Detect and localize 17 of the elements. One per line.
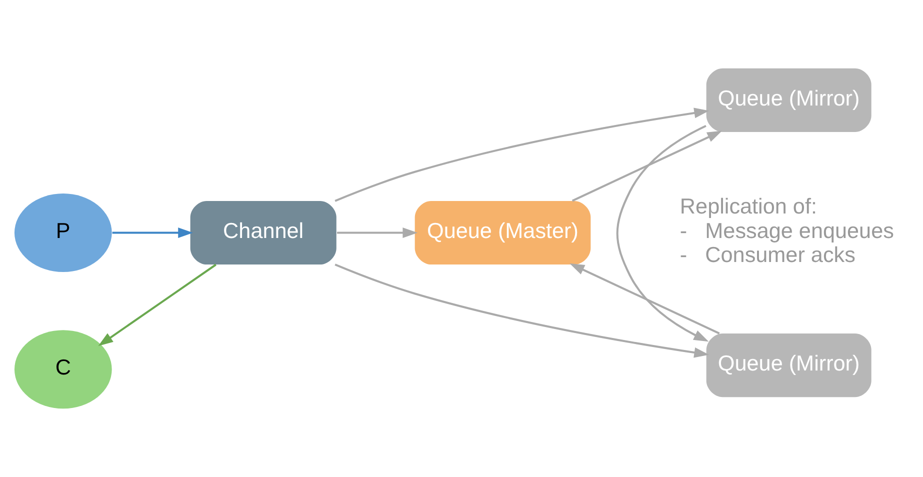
node-ellipse: P (14, 194, 112, 272)
arrow (112, 228, 194, 238)
label: Replication of: (680, 194, 817, 219)
node-box: Queue (Mirror) (706, 68, 872, 132)
label: - Message enqueues (680, 218, 894, 243)
node-box: Queue (Mirror) (706, 334, 872, 398)
node-ellipse: C (14, 330, 112, 409)
node-box: Channel (190, 200, 336, 265)
arrow (337, 228, 418, 238)
node-box: Queue (Master) (414, 200, 591, 265)
arrow (334, 264, 710, 358)
arrow (334, 108, 710, 202)
arrow (98, 264, 216, 346)
arrow (616, 124, 709, 342)
arrow (572, 130, 722, 202)
label: - Consumer acks (680, 242, 856, 268)
arrow (570, 263, 720, 334)
